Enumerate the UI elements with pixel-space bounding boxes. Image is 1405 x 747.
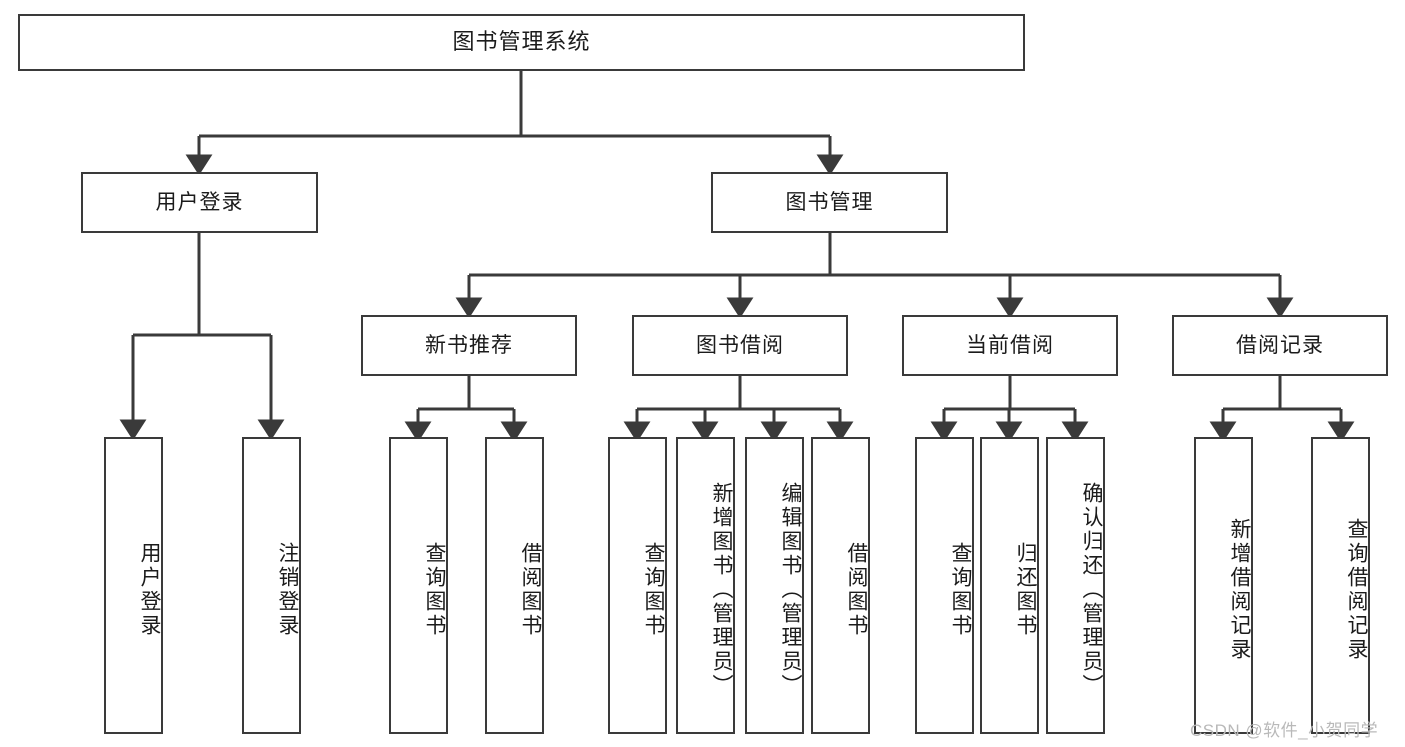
leaf-new-book-query-book[interactable]: 查询图书 — [389, 437, 448, 734]
leaf-book-borrow-query-book[interactable]: 查询图书 — [608, 437, 667, 734]
node-label: 新增借阅记录 — [1228, 517, 1251, 662]
leaf-user-login-logout[interactable]: 注销登录 — [242, 437, 301, 734]
watermark-text: CSDN @软件_小贺同学 — [1190, 721, 1379, 740]
leaf-new-book-borrow-book[interactable]: 借阅图书 — [485, 437, 544, 734]
node-label: 新增图书（管理员） — [710, 481, 733, 698]
node-label: 图书管理 — [785, 190, 874, 214]
node-current-borrowing[interactable]: 当前借阅 — [902, 315, 1118, 376]
node-label: 查询借阅记录 — [1345, 517, 1368, 662]
node-label: 图书管理系统 — [452, 29, 591, 55]
node-label: 借阅图书 — [519, 541, 542, 638]
node-label: 用户登录 — [138, 541, 161, 638]
node-label: 借阅记录 — [1236, 333, 1324, 357]
leaf-book-borrow-edit-book-admin[interactable]: 编辑图书（管理员） — [745, 437, 804, 734]
node-borrowing-records[interactable]: 借阅记录 — [1172, 315, 1388, 376]
csdn-watermark: CSDN @软件_小贺同学 — [1190, 716, 1378, 741]
node-label: 当前借阅 — [966, 333, 1054, 357]
leaf-current-borrow-return-book[interactable]: 归还图书 — [980, 437, 1039, 734]
node-label: 查询图书 — [423, 541, 446, 638]
node-label: 借阅图书 — [845, 541, 868, 638]
node-new-book-recommendation[interactable]: 新书推荐 — [361, 315, 577, 376]
leaf-borrow-record-add-record[interactable]: 新增借阅记录 — [1194, 437, 1253, 734]
node-label: 图书借阅 — [696, 333, 784, 357]
node-label: 确认归还（管理员） — [1080, 481, 1103, 698]
node-root-book-management-system[interactable]: 图书管理系统 — [18, 14, 1025, 71]
node-label: 查询图书 — [642, 541, 665, 638]
node-book-management[interactable]: 图书管理 — [711, 172, 948, 233]
node-book-borrowing[interactable]: 图书借阅 — [632, 315, 848, 376]
node-label: 用户登录 — [155, 190, 244, 214]
leaf-book-borrow-borrow-book[interactable]: 借阅图书 — [811, 437, 870, 734]
node-label: 编辑图书（管理员） — [779, 481, 802, 698]
node-user-login[interactable]: 用户登录 — [81, 172, 318, 233]
leaf-borrow-record-query-record[interactable]: 查询借阅记录 — [1311, 437, 1370, 734]
node-label: 查询图书 — [949, 541, 972, 638]
node-label: 注销登录 — [276, 541, 299, 638]
leaf-current-borrow-confirm-return-admin[interactable]: 确认归还（管理员） — [1046, 437, 1105, 734]
leaf-current-borrow-query-book[interactable]: 查询图书 — [915, 437, 974, 734]
leaf-book-borrow-add-book-admin[interactable]: 新增图书（管理员） — [676, 437, 735, 734]
node-label: 新书推荐 — [425, 333, 513, 357]
leaf-user-login-login[interactable]: 用户登录 — [104, 437, 163, 734]
node-label: 归还图书 — [1014, 541, 1037, 638]
